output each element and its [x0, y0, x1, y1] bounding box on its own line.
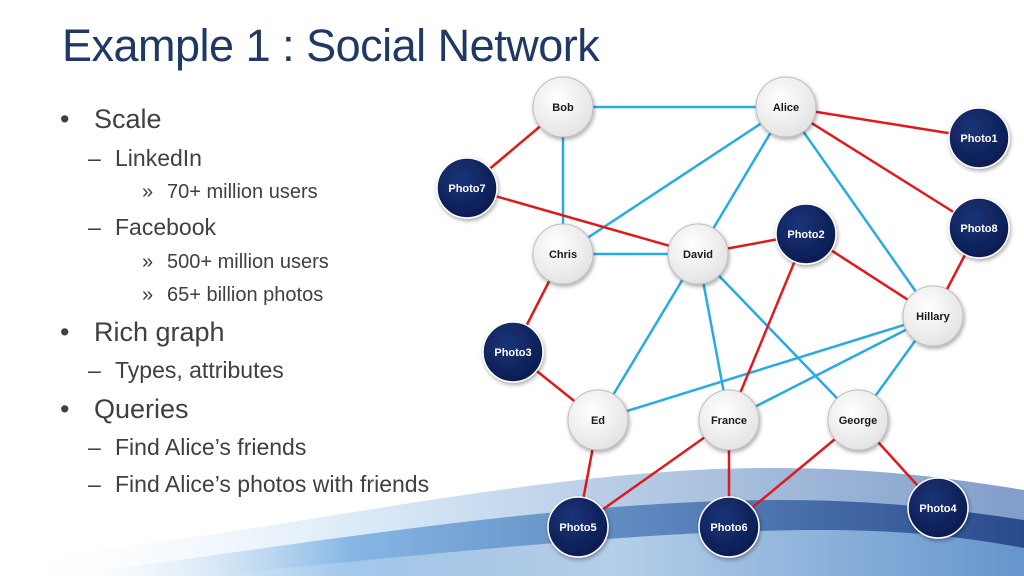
node-label: Chris: [549, 249, 577, 261]
node-circle: [698, 496, 760, 558]
bullet-marker: –: [88, 357, 101, 383]
person-node: Ed: [567, 389, 629, 451]
bullet-item: » 65+ billion photos: [142, 284, 323, 307]
bullet-text: Facebook: [115, 214, 217, 240]
node-label: Photo6: [710, 522, 747, 534]
bullet-text: 500+ million users: [167, 251, 329, 273]
bullet-text: Find Alice’s friends: [115, 434, 307, 460]
photo-node: Photo6: [698, 496, 760, 558]
person-node: Alice: [755, 76, 817, 138]
node-circle: [948, 107, 1010, 169]
bullet-item: » 500+ million users: [142, 251, 329, 274]
photo-node: Photo1: [948, 107, 1010, 169]
bullet-text: Types, attributes: [115, 357, 284, 383]
node-circle: [755, 76, 817, 138]
friend-edge: [728, 314, 934, 422]
photo-edge: [785, 105, 980, 230]
friend-edge: [697, 253, 859, 421]
person-node: Bob: [532, 76, 594, 138]
node-circle: [948, 197, 1010, 259]
person-node: George: [827, 389, 889, 451]
person-node: David: [667, 223, 729, 285]
node-circle: [902, 285, 964, 347]
bullet-text: Queries: [94, 394, 189, 424]
node-label: France: [711, 415, 747, 427]
friend-edge: [562, 105, 787, 256]
photo-edge: [577, 418, 730, 529]
node-circle: [436, 157, 498, 219]
node-label: George: [839, 415, 878, 427]
bullet-text: Find Alice’s photos with friends: [115, 471, 430, 497]
photo-node: Photo8: [948, 197, 1010, 259]
bullet-marker: »: [142, 181, 154, 203]
photo-edge: [785, 105, 980, 140]
node-label: Ed: [591, 415, 605, 427]
node-label: Hillary: [916, 311, 951, 323]
node-label: Photo8: [960, 223, 997, 235]
bullet-marker: •: [60, 394, 70, 424]
bullet-item: » 70+ million users: [142, 181, 318, 204]
bullet-marker: »: [142, 284, 154, 306]
photo-node: Photo4: [907, 477, 969, 539]
node-label: Photo1: [960, 133, 997, 145]
node-label: Photo5: [559, 522, 596, 534]
node-circle: [532, 223, 594, 285]
photo-node: Photo3: [482, 321, 544, 383]
friend-edge: [784, 106, 935, 317]
bullet-text: Rich graph: [94, 317, 225, 347]
node-label: Bob: [552, 102, 574, 114]
node-circle: [532, 76, 594, 138]
photo-edge: [466, 186, 699, 256]
person-node: France: [698, 389, 760, 451]
bullet-item: –Find Alice’s photos with friends: [88, 471, 429, 498]
node-circle: [775, 203, 837, 265]
bullet-marker: •: [60, 317, 70, 347]
bullet-item: –LinkedIn: [88, 145, 202, 172]
photo-node: Photo5: [547, 496, 609, 558]
node-label: Photo4: [919, 503, 957, 515]
node-circle: [667, 223, 729, 285]
photo-edge: [727, 233, 808, 421]
bullet-text: 65+ billion photos: [167, 284, 324, 306]
person-node: Chris: [532, 223, 594, 285]
bullet-marker: –: [88, 214, 101, 240]
bullet-text: Scale: [94, 104, 162, 134]
node-label: David: [683, 249, 713, 261]
friend-edge: [596, 253, 700, 421]
bullet-marker: –: [88, 145, 101, 171]
node-label: Alice: [773, 102, 799, 114]
photo-node: Photo2: [775, 203, 837, 265]
node-label: Photo2: [787, 229, 824, 241]
node-circle: [547, 496, 609, 558]
friend-edge: [597, 314, 934, 422]
bullet-marker: •: [60, 104, 70, 134]
bullet-text: 70+ million users: [167, 181, 318, 203]
node-circle: [698, 389, 760, 451]
bullet-item: • Rich graph: [60, 317, 225, 348]
bullet-item: • Scale: [60, 104, 162, 135]
node-circle: [482, 321, 544, 383]
bullet-item: • Queries: [60, 394, 189, 425]
bullet-item: –Find Alice’s friends: [88, 434, 306, 461]
node-label: Photo3: [494, 347, 531, 359]
slide-title: Example 1 : Social Network: [62, 20, 600, 71]
node-circle: [827, 389, 889, 451]
bullet-marker: –: [88, 471, 101, 497]
bullet-item: –Types, attributes: [88, 357, 284, 384]
bullet-text: LinkedIn: [115, 145, 202, 171]
person-node: Hillary: [902, 285, 964, 347]
node-label: Photo7: [448, 183, 485, 195]
bullet-marker: –: [88, 434, 101, 460]
bullet-item: –Facebook: [88, 214, 216, 241]
bullet-marker: »: [142, 251, 154, 273]
photo-node: Photo7: [436, 157, 498, 219]
node-circle: [907, 477, 969, 539]
node-circle: [567, 389, 629, 451]
